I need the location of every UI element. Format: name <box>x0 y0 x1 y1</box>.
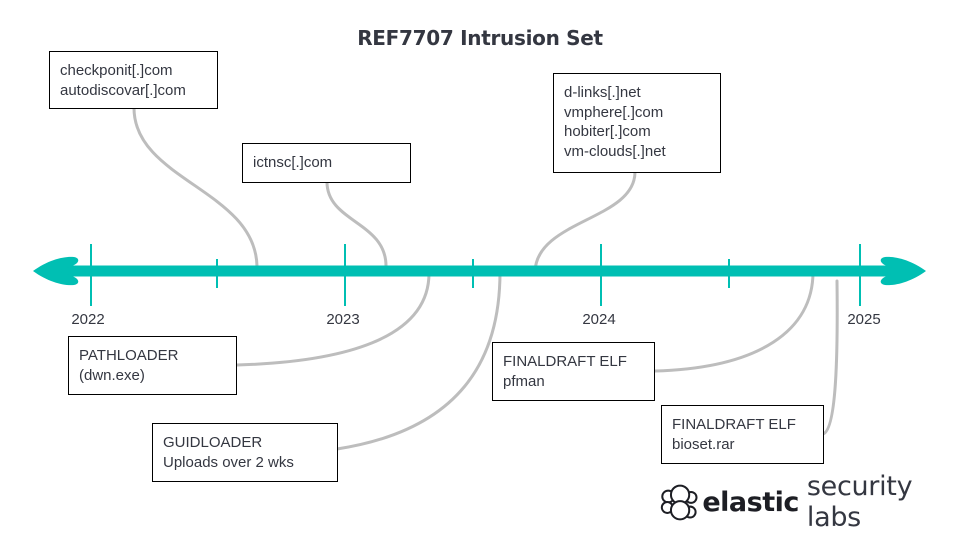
event-box-dlinks: d-links[.]net vmphere[.]com hobiter[.]co… <box>553 73 721 173</box>
event-line: Uploads over 2 wks <box>163 453 294 471</box>
year-label: 2023 <box>326 311 360 328</box>
brand-word-elastic: elastic <box>702 486 799 518</box>
event-line: ictnsc[.]com <box>253 154 333 171</box>
connector-finaldraft-bioset <box>821 279 839 436</box>
elastic-logo-icon <box>660 484 698 521</box>
event-box-checkponit: checkponit[.]com autodiscovar[.]com <box>49 51 218 109</box>
event-line: PATHLOADER <box>79 347 179 364</box>
event-line: GUIDLOADER <box>163 434 263 451</box>
event-box-finaldraft-pfman: FINALDRAFT ELF pfman <box>492 342 655 401</box>
connector-checkponit <box>132 106 259 268</box>
left-arrowhead-icon <box>33 256 79 286</box>
year-label: 2022 <box>71 311 105 328</box>
event-line: vm-clouds[.]net <box>564 142 666 160</box>
brand-word-security-labs: security labs <box>806 471 913 533</box>
event-line: d-links[.]net <box>564 84 641 101</box>
connector-ictnsc <box>325 180 388 268</box>
event-line: (dwn.exe) <box>79 366 145 384</box>
event-line: hobiter[.]com <box>564 123 651 140</box>
connector-pathloader <box>235 270 431 367</box>
event-box-ictnsc: ictnsc[.]com <box>242 143 411 183</box>
event-box-finaldraft-bioset: FINALDRAFT ELF bioset.rar <box>661 405 824 464</box>
connector-dlinks <box>533 170 637 274</box>
connector-guidloader <box>335 270 502 451</box>
diagram-title: REF7707 Intrusion Set <box>357 26 603 50</box>
year-label: 2025 <box>847 311 881 328</box>
event-line: FINALDRAFT ELF <box>672 416 796 433</box>
event-line: autodiscovar[.]com <box>60 81 186 99</box>
event-box-pathloader: PATHLOADER (dwn.exe) <box>68 336 237 395</box>
timeline-axis <box>33 244 926 306</box>
event-box-guidloader: GUIDLOADER Uploads over 2 wks <box>152 423 338 482</box>
event-line: pfman <box>503 372 545 390</box>
event-line: FINALDRAFT ELF <box>503 353 627 370</box>
event-line: checkponit[.]com <box>60 62 173 79</box>
event-line: bioset.rar <box>672 435 735 453</box>
year-label: 2024 <box>582 311 616 328</box>
right-arrowhead-icon <box>880 256 926 286</box>
event-line: vmphere[.]com <box>564 103 664 121</box>
connector-finaldraft-pfman <box>653 270 815 373</box>
brand-logo: elastic security labs <box>660 471 960 533</box>
